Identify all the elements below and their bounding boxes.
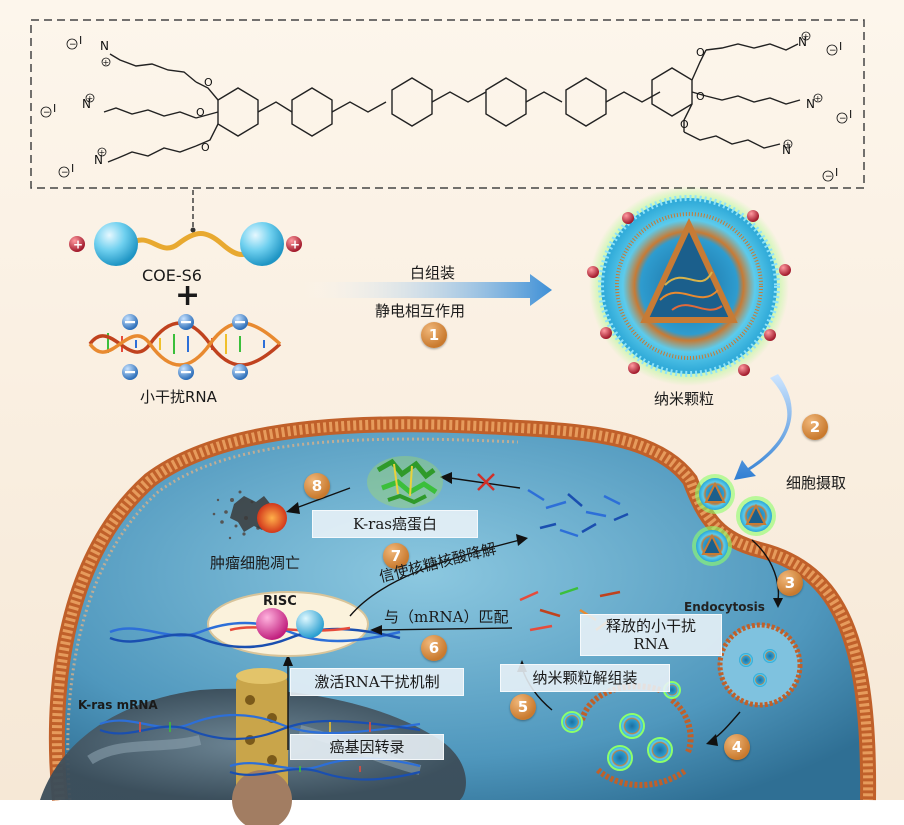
activation-box: 激活RNA干扰机制 [290,668,464,696]
svg-text:N: N [798,35,807,49]
sirna-helix-icon [88,314,282,380]
svg-text:−: − [69,40,77,50]
svg-text:−: − [825,172,833,182]
iodide-1: −I [66,34,82,50]
oxygen-atom-3: O [201,141,210,154]
svg-text:+: + [87,94,94,103]
step-6-badge: 6 [421,635,447,661]
svg-text:N: N [82,97,91,111]
iodide-4: −I [826,40,842,56]
sirna-label: 小干扰RNA [140,388,217,406]
step-8-badge: 8 [304,473,330,499]
step-3-badge: 3 [777,570,803,596]
step-2-badge: 2 [802,414,828,440]
svg-text:I: I [53,102,56,115]
block-cross [477,473,495,491]
svg-text:I: I [71,162,74,175]
uptake-label: 细胞摄取 [786,474,847,492]
step-7-badge: 7 [383,543,409,569]
transcription-label: 癌基因转录 [329,738,405,756]
transcription-box: 癌基因转录 [290,734,444,760]
step-5-badge: 5 [510,694,536,720]
oncoprotein-icon [367,456,443,508]
ammonium-left-1: N+ [100,39,111,67]
assembly-label-bottom: 静电相互作用 [375,302,466,320]
oxygen-atom-6: O [680,118,689,131]
degraded-mrna-fragments [527,488,629,538]
oxygen-atom-2: O [196,106,205,119]
ammonium-left-2: N+ [82,93,95,111]
molecule-structure [103,43,801,163]
membrane-nanoparticles [692,474,776,566]
svg-text:I: I [839,40,842,53]
polymer-label: COE-S6 [142,266,202,285]
nanoparticle-label: 纳米颗粒 [654,390,715,408]
svg-text:−: − [43,108,51,118]
oxygen-atom-4: O [696,46,705,59]
nanoparticle-icon [587,186,791,386]
iodide-ions: −I −I −I −I −I −I [40,34,852,182]
svg-text:I: I [835,166,838,179]
svg-text:+: + [815,94,822,103]
svg-text:+: + [785,140,792,149]
svg-text:N: N [782,143,791,157]
endocytosis-label: Endocytosis [684,600,765,614]
plus-sign: + [175,278,201,313]
released-sirna-box: 释放的小干扰RNA [580,614,722,656]
iodide-5: −I [836,108,852,124]
assembly-arrow [300,274,552,306]
apoptotic-cell-icon [212,490,287,540]
assembly-label-top: 白组装 [410,264,456,282]
svg-text:+: + [99,148,106,157]
molecule-atom-labels: O O O O O O [196,46,705,154]
svg-text:−: − [829,46,837,56]
oxygen-atom-1: O [204,76,213,89]
disassembly-box: 纳米颗粒解组装 [500,664,670,692]
activation-label: 激活RNA干扰机制 [314,673,440,691]
nucleus-icon [40,668,466,825]
svg-text:N: N [94,153,103,167]
risc-label: RISC [263,594,297,609]
oxygen-atom-5: O [696,90,705,103]
kras-mrna-label: K-ras mRNA [78,698,158,712]
svg-text:−: − [61,168,69,178]
iodide-2: −I [40,102,56,118]
uptake-arrow [734,374,792,480]
step-1-badge: 1 [421,322,447,348]
nuclear-mrna [99,713,421,781]
ammonium-right-3: N+ [782,139,793,157]
endosome [717,622,803,708]
oncoprotein-label: K-ras癌蛋白 [353,515,437,533]
released-sirna-label: 释放的小干扰RNA [605,617,696,653]
svg-text:+: + [290,238,300,252]
ammonium-groups: N+ N+ N+ N+ N+ N+ [82,31,823,167]
oncoprotein-box: K-ras癌蛋白 [312,510,478,538]
iodide-3: −I [58,162,74,178]
polymer-icon: + + [69,222,302,266]
molecule-frame [30,19,865,189]
svg-text:+: + [103,58,110,67]
pairing-label: 与（mRNA）匹配 [384,608,509,626]
ammonium-right-1: N+ [798,31,811,49]
disassembly-label: 纳米颗粒解组装 [532,669,638,687]
ammonium-right-2: N+ [806,93,823,111]
svg-text:N: N [806,97,815,111]
svg-text:I: I [79,34,82,47]
step-4-badge: 4 [724,734,750,760]
iodide-6: −I [822,166,838,182]
risc-complex [109,591,401,657]
nuclear-mrna-bases [139,722,371,772]
svg-text:I: I [849,108,852,121]
svg-text:+: + [73,238,83,252]
svg-text:+: + [803,32,810,41]
svg-text:−: − [839,114,847,124]
apoptosis-label: 肿瘤细胞凋亡 [210,554,301,572]
ammonium-left-3: N+ [94,147,107,167]
svg-text:N: N [100,39,109,53]
